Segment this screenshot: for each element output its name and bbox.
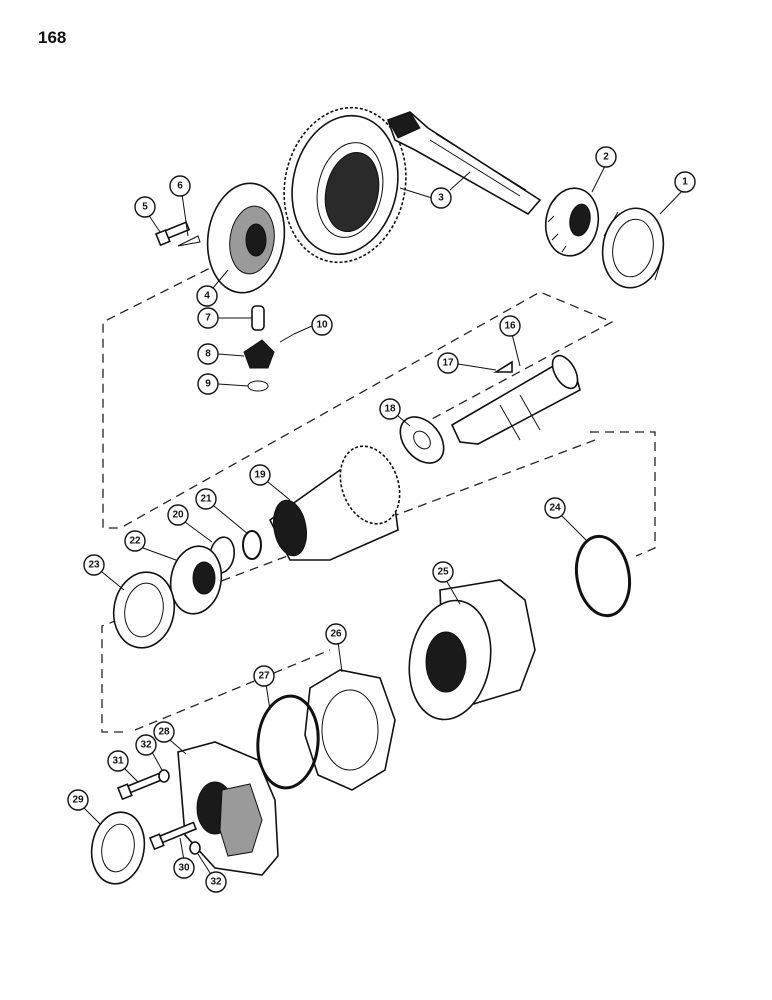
part-gasket-26 [304,669,396,791]
callout-label: 19 [254,470,266,481]
callout-label: 21 [200,494,212,505]
part-ring-gear-3 [283,106,407,264]
part-pin-10 [279,333,295,343]
callout-30: 30 [173,837,195,879]
callout-label: 3 [438,193,444,204]
callout-label: 1 [682,177,688,188]
callout-32-upper: 32 [135,734,163,771]
callout-3: 3 [399,171,471,209]
callout-label: 16 [504,321,516,332]
callout-31: 31 [107,750,139,783]
part-washer-32-lower [189,841,201,855]
callout-label: 29 [72,795,84,806]
callout-label: 20 [172,510,184,521]
callout-22: 22 [124,530,177,561]
callout-label: 28 [158,727,170,738]
callout-label: 24 [549,503,561,514]
callout-10: 10 [293,314,333,336]
callout-20: 20 [167,504,213,543]
callout-28: 28 [153,721,187,755]
callout-label: 32 [210,877,222,888]
callout-17: 17 [437,352,497,374]
part-pin-7 [251,305,265,331]
callout-label: 2 [603,152,609,163]
part-washer-18 [399,416,445,464]
callout-label: 18 [384,404,396,415]
callout-19: 19 [249,464,291,501]
part-thrust-washer-9 [247,380,269,392]
callout-label: 5 [142,202,148,213]
callout-label: 22 [129,536,141,547]
callout-label: 17 [442,358,454,369]
part-lock-6 [177,235,201,247]
part-roller-bearing-2 [544,187,600,257]
callout-2: 2 [591,146,617,193]
callout-6: 6 [169,175,191,237]
callout-8: 8 [197,343,245,365]
callout-label: 25 [437,567,449,578]
part-o-ring-27 [256,694,320,790]
callout-26: 26 [325,623,347,673]
callout-27: 27 [253,665,275,711]
callout-25: 25 [432,561,461,605]
callout-21: 21 [195,488,249,535]
callout-label: 8 [205,349,211,360]
part-cover-28 [177,741,279,876]
callout-label: 31 [112,756,124,767]
part-bolt-30 [148,821,198,851]
part-gear-shaft-19 [268,445,401,561]
part-shaft-16 [450,354,581,445]
part-snap-ring-21 [242,530,262,560]
callout-7: 7 [197,307,252,329]
callout-1: 1 [659,171,696,215]
callout-label: 10 [316,320,328,331]
callout-label: 4 [204,291,210,302]
callout-label: 30 [178,863,190,874]
part-differential-case-4 [206,182,286,294]
part-seal-29 [90,811,146,885]
callout-label: 27 [258,671,270,682]
part-bolt-31 [116,772,164,801]
part-bearing-cup-23 [112,571,176,649]
callout-label: 6 [177,181,183,192]
callout-29: 29 [67,789,101,825]
part-roller-bearing-22 [169,545,223,615]
callout-23: 23 [83,554,125,591]
callout-16: 16 [499,315,521,367]
callout-label: 32 [140,740,152,751]
callout-4: 4 [196,269,229,307]
part-pinion-shaft-3 [386,111,542,216]
callout-label: 23 [88,560,100,571]
callout-label: 9 [205,379,211,390]
part-housing-25 [408,579,536,721]
page-number: 168 [38,28,67,47]
callout-5: 5 [134,196,161,233]
callout-label: 7 [205,313,211,324]
part-bolt-5 [154,221,191,247]
part-washer-32-upper [158,769,170,783]
callout-32-lower: 32 [197,853,227,893]
callout-18: 18 [379,398,411,427]
callout-24: 24 [544,497,587,541]
part-bearing-cup-1 [601,207,665,289]
callout-label: 26 [330,629,342,640]
part-o-ring-24 [574,534,632,618]
part-pinion-gear-8 [243,339,275,369]
part-key-17 [493,360,513,373]
callout-9: 9 [197,373,249,395]
